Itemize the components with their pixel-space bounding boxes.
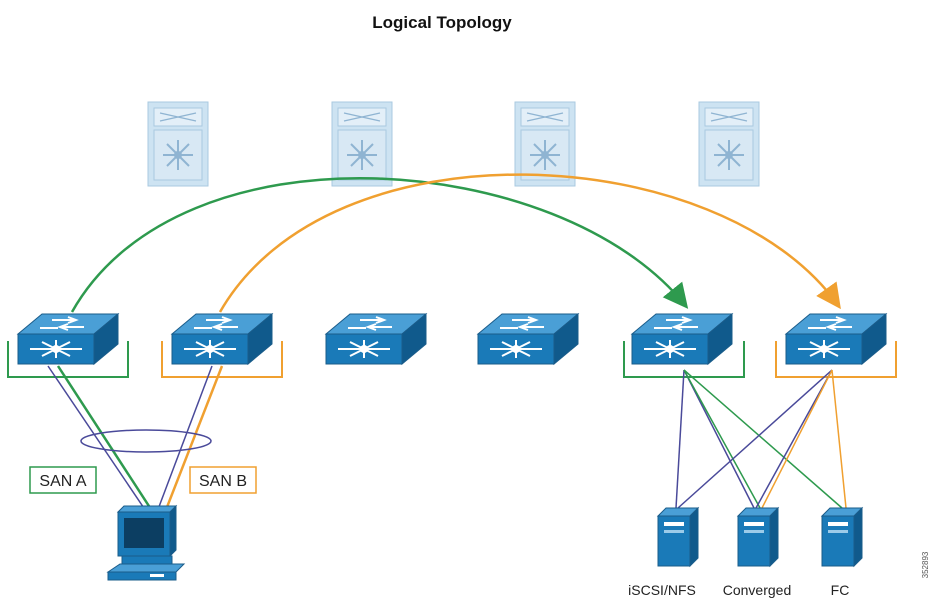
- leaf-switch-6: [785, 313, 887, 365]
- server-converged-icon: [737, 507, 779, 567]
- leaf-switch-3: [325, 313, 427, 365]
- leaf-switch-2: [171, 313, 273, 365]
- leaf-switch-1: [17, 313, 119, 365]
- san-b-box: [189, 466, 257, 494]
- server-fc-icon: [821, 507, 863, 567]
- san-a-bracket: [7, 341, 129, 378]
- leaf-switch-5: [631, 313, 733, 365]
- port-channel-ellipse: [80, 429, 212, 453]
- server-label-fc: FC: [831, 582, 850, 598]
- spine-switch-1: [147, 101, 209, 187]
- san-a-path-arrow: [70, 176, 689, 313]
- san-b-path-arrow: [218, 173, 841, 313]
- server-label-iscsi-nfs: iSCSI/NFS: [628, 582, 696, 598]
- diagram-title: Logical Topology: [372, 13, 512, 32]
- san-b-target-bracket: [775, 341, 897, 378]
- figure-id: 352893: [921, 551, 930, 578]
- server-iscsi-nfs-icon: [657, 507, 699, 567]
- host-computer-icon: [106, 504, 186, 581]
- server-label-converged: Converged: [723, 582, 792, 598]
- san-b-label: SAN B: [199, 473, 247, 490]
- host-links: [47, 365, 224, 521]
- san-b-bracket: [161, 341, 283, 378]
- spine-switch-4: [698, 101, 760, 187]
- san-a-box: [29, 466, 97, 494]
- storage-links: [675, 369, 847, 509]
- leaf-switch-4: [477, 313, 579, 365]
- spine-switch-2: [331, 101, 393, 187]
- san-a-label: SAN A: [39, 473, 86, 490]
